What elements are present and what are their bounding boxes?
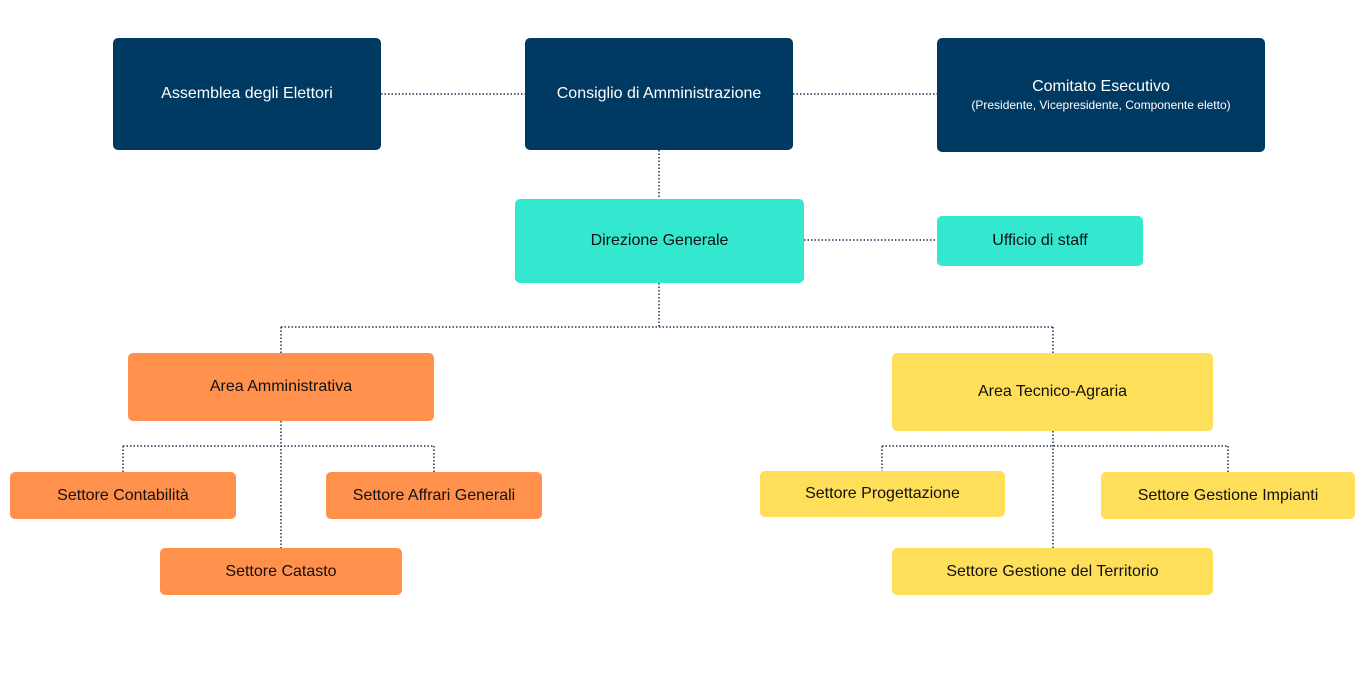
admin-area-label: Area Amministrativa	[209, 378, 353, 396]
general-direction-box: Direzione Generale	[515, 199, 804, 283]
sector-catasto-box: Settore Catasto	[160, 548, 402, 595]
executive-box: Comitato Esecutivo (Presidente, Vicepres…	[937, 38, 1265, 152]
sector-contabilita-box: Settore Contabilità	[10, 472, 236, 519]
board-box: Consiglio di Amministrazione	[525, 38, 793, 150]
sector-progettazione-box: Settore Progettazione	[760, 471, 1005, 517]
sector-catasto-label: Settore Catasto	[225, 562, 337, 580]
sector-affari-generali-box: Settore Affrari Generali	[326, 472, 542, 519]
assembly-box: Assemblea degli Elettori	[113, 38, 381, 150]
sector-gestione-territorio-label: Settore Gestione del Territorio	[946, 562, 1159, 580]
admin-area-box: Area Amministrativa	[128, 353, 434, 421]
staff-office-box: Ufficio di staff	[937, 216, 1143, 266]
sector-gestione-territorio-box: Settore Gestione del Territorio	[892, 548, 1213, 595]
tech-area-box: Area Tecnico-Agraria	[892, 353, 1213, 431]
assembly-label: Assemblea degli Elettori	[161, 85, 333, 103]
executive-members: (Presidente, Vicepresidente, Componente …	[971, 98, 1231, 113]
executive-title: Comitato Esecutivo	[1032, 78, 1170, 96]
sector-contabilita-label: Settore Contabilità	[57, 486, 189, 504]
tech-area-label: Area Tecnico-Agraria	[977, 383, 1128, 401]
board-label: Consiglio di Amministrazione	[556, 85, 762, 103]
sector-gestione-impianti-box: Settore Gestione Impianti	[1101, 472, 1355, 519]
sector-gestione-impianti-label: Settore Gestione Impianti	[1137, 486, 1319, 504]
staff-office-label: Ufficio di staff	[992, 232, 1088, 250]
sector-affari-generali-label: Settore Affrari Generali	[352, 486, 516, 504]
sector-progettazione-label: Settore Progettazione	[805, 485, 960, 503]
general-direction-label: Direzione Generale	[590, 232, 729, 250]
